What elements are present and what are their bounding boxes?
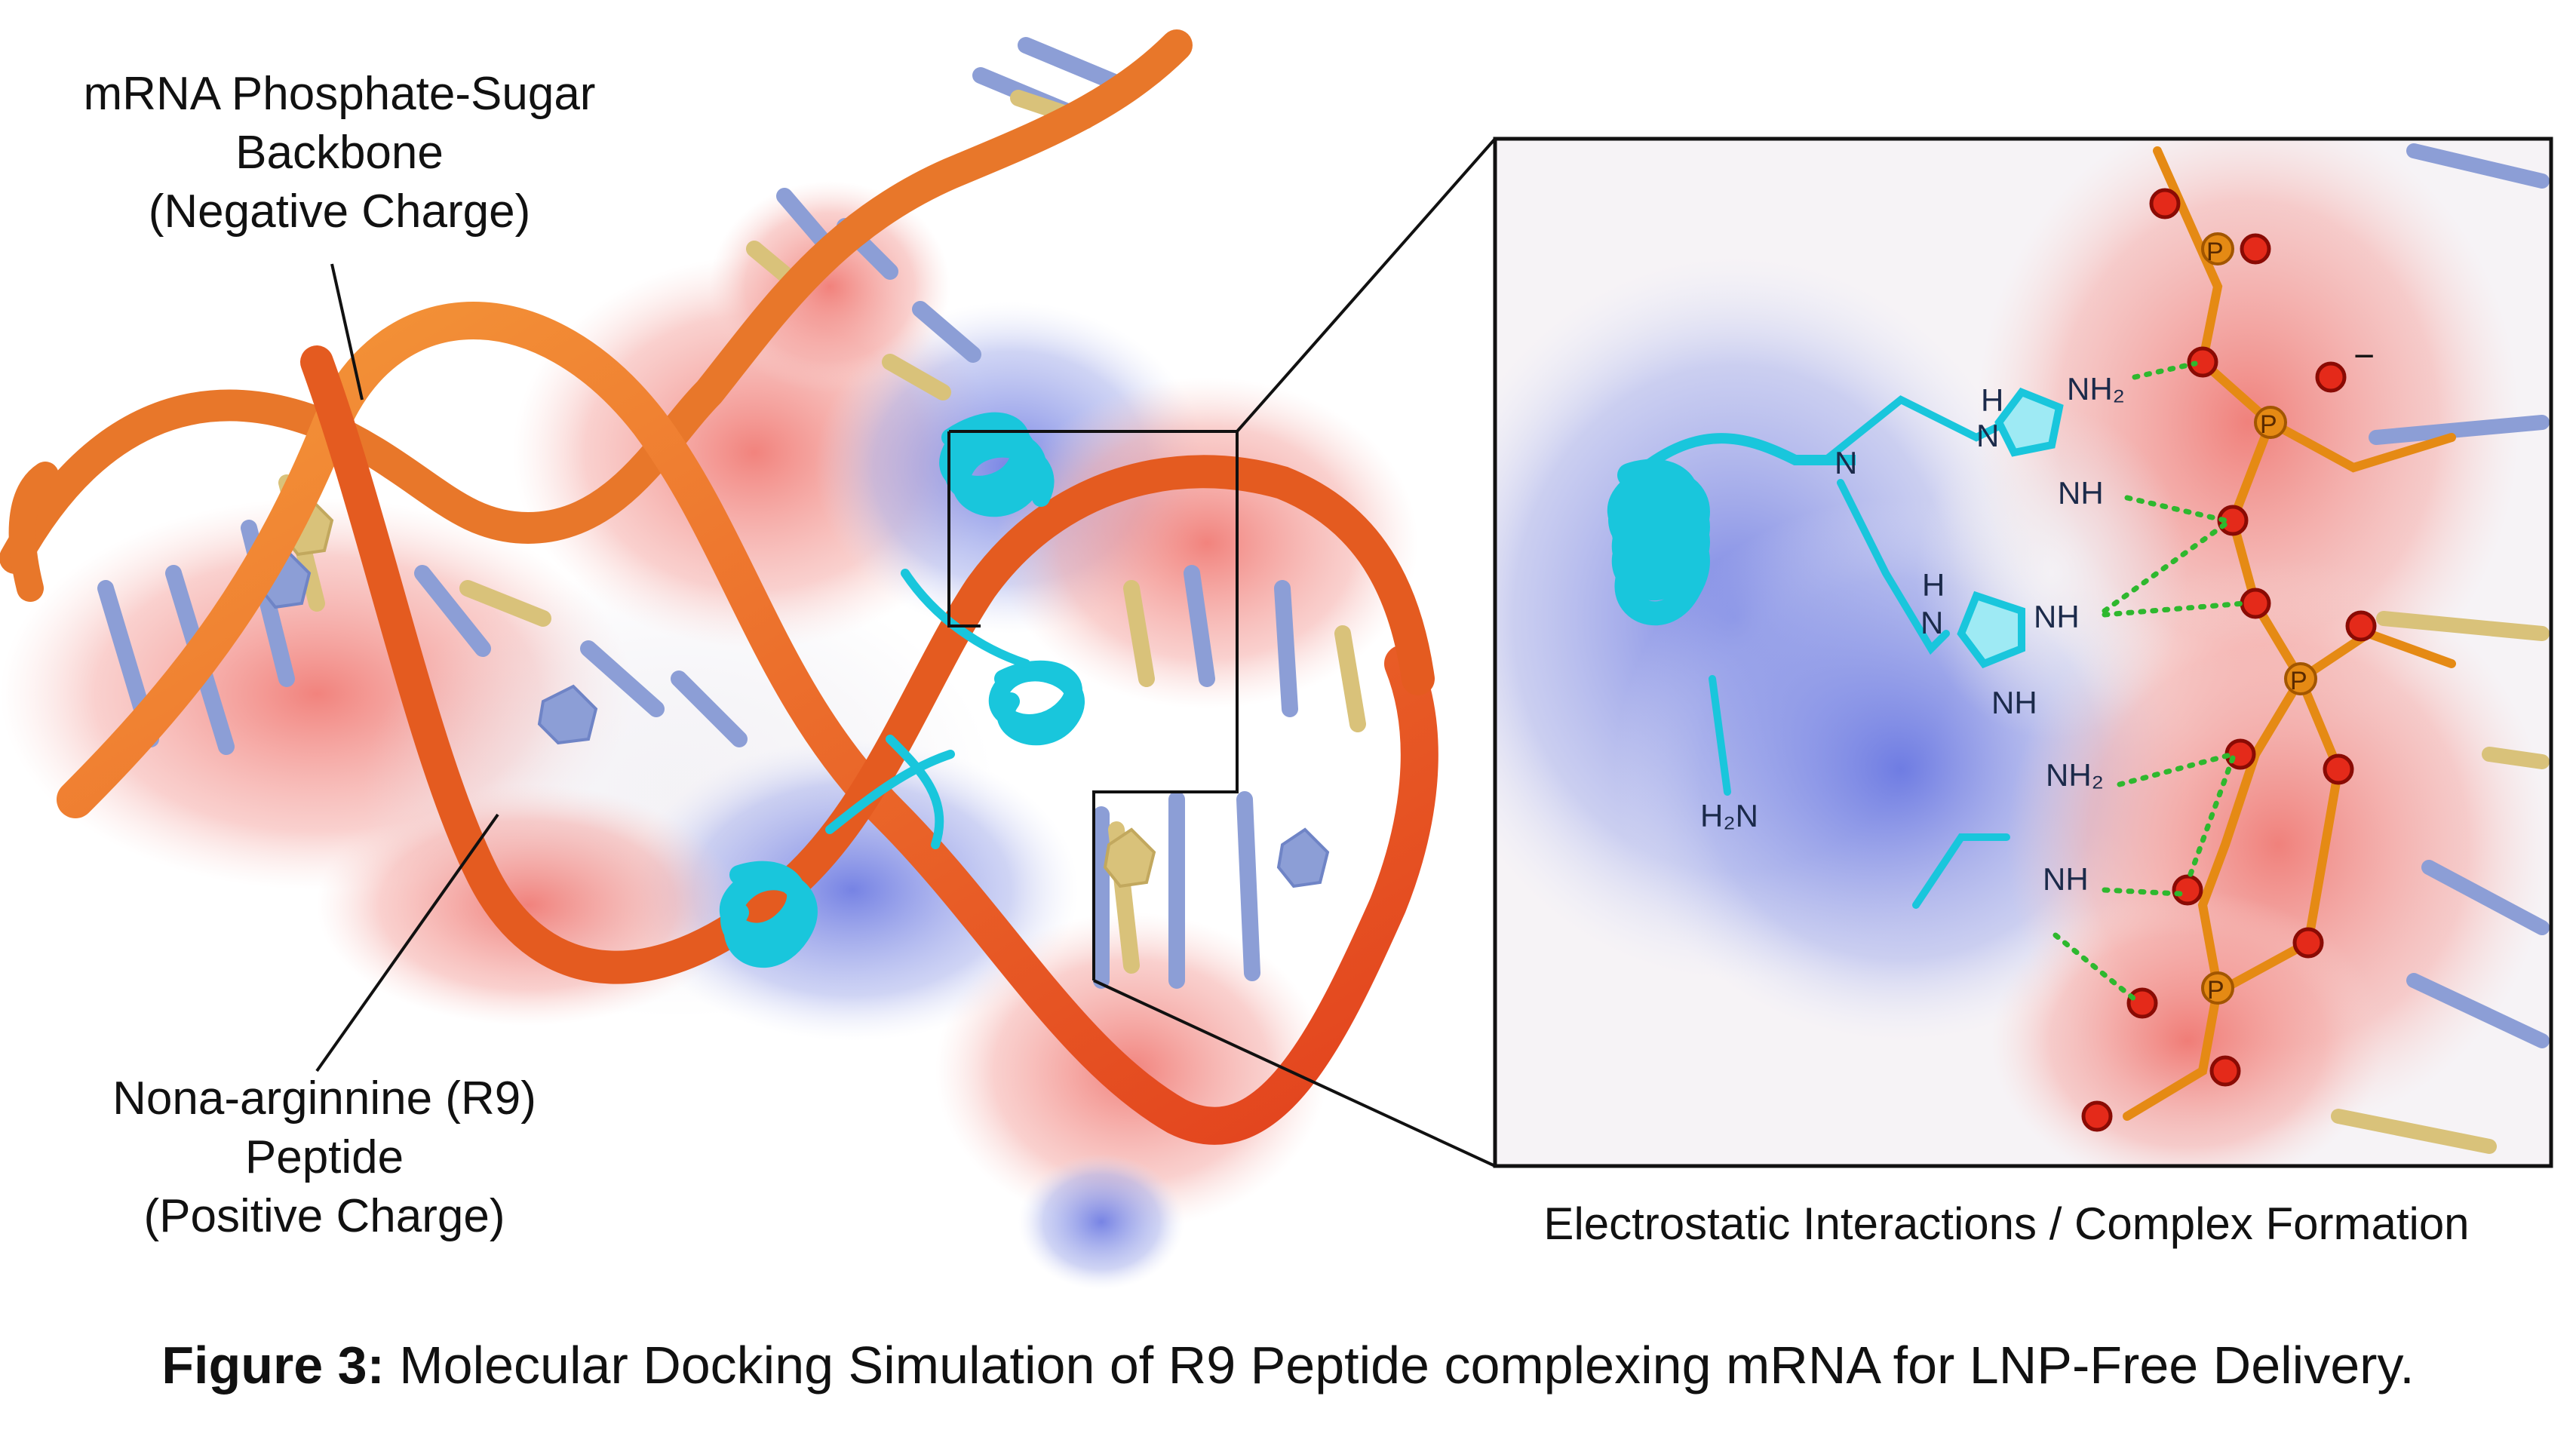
label-peptide-line-2: Peptide — [244, 1131, 404, 1183]
figure-caption-text: Molecular Docking Simulation of R9 Pepti… — [384, 1336, 2415, 1395]
label-backbone-line-2: Backbone — [235, 127, 444, 179]
label-peptide-line-3: (Positive Charge) — [143, 1190, 505, 1242]
atom-nh2-a: NH₂ — [2067, 371, 2125, 407]
phosphorus-label-2: P — [2260, 410, 2277, 439]
label-r9-peptide: Nona-arginnine (R9) Peptide (Positive Ch… — [30, 1069, 619, 1246]
atom-labels: NH₂ H N NH N H N NH NH NH₂ NH H₂N P P P … — [1700, 238, 2375, 1005]
figure-caption: Figure 3: Molecular Docking Simulation o… — [0, 1335, 2576, 1395]
zoom-callout — [947, 137, 1497, 1168]
atom-h-b: H — [1922, 567, 1945, 603]
label-mrna-backbone: mRNA Phosphate-Sugar Backbone (Negative … — [30, 65, 649, 241]
atom-nh-c: NH — [1991, 685, 2037, 720]
inset-panel — [1493, 137, 2553, 1168]
atom-h2n: H₂N — [1700, 798, 1758, 833]
label-backbone-line-1: mRNA Phosphate-Sugar — [83, 68, 596, 120]
inset-caption: Electrostatic Interactions / Complex For… — [1543, 1198, 2470, 1249]
phosphorus-label-4: P — [2207, 976, 2224, 1005]
label-leaders — [315, 263, 499, 1072]
charge-label: − — [2353, 336, 2375, 376]
phosphorus-label-1: P — [2206, 238, 2224, 266]
figure-caption-prefix: Figure 3: — [161, 1336, 385, 1395]
atom-nh-b: NH — [2034, 599, 2080, 634]
atom-h-a: H — [1981, 382, 2003, 418]
atom-nh-a: NH — [2058, 475, 2104, 511]
atom-nh2-c: NH₂ — [2046, 757, 2104, 793]
atom-n-a: N — [1976, 418, 1999, 453]
atom-n-b: N — [1920, 605, 1943, 640]
atom-n-chain: N — [1835, 445, 1857, 480]
phosphorus-label-3: P — [2290, 667, 2307, 695]
label-backbone-line-3: (Negative Charge) — [148, 186, 531, 238]
r9-peptide-helix — [719, 412, 1085, 968]
atom-nh-d: NH — [2043, 861, 2089, 897]
label-peptide-line-1: Nona-arginnine (R9) — [112, 1072, 536, 1125]
